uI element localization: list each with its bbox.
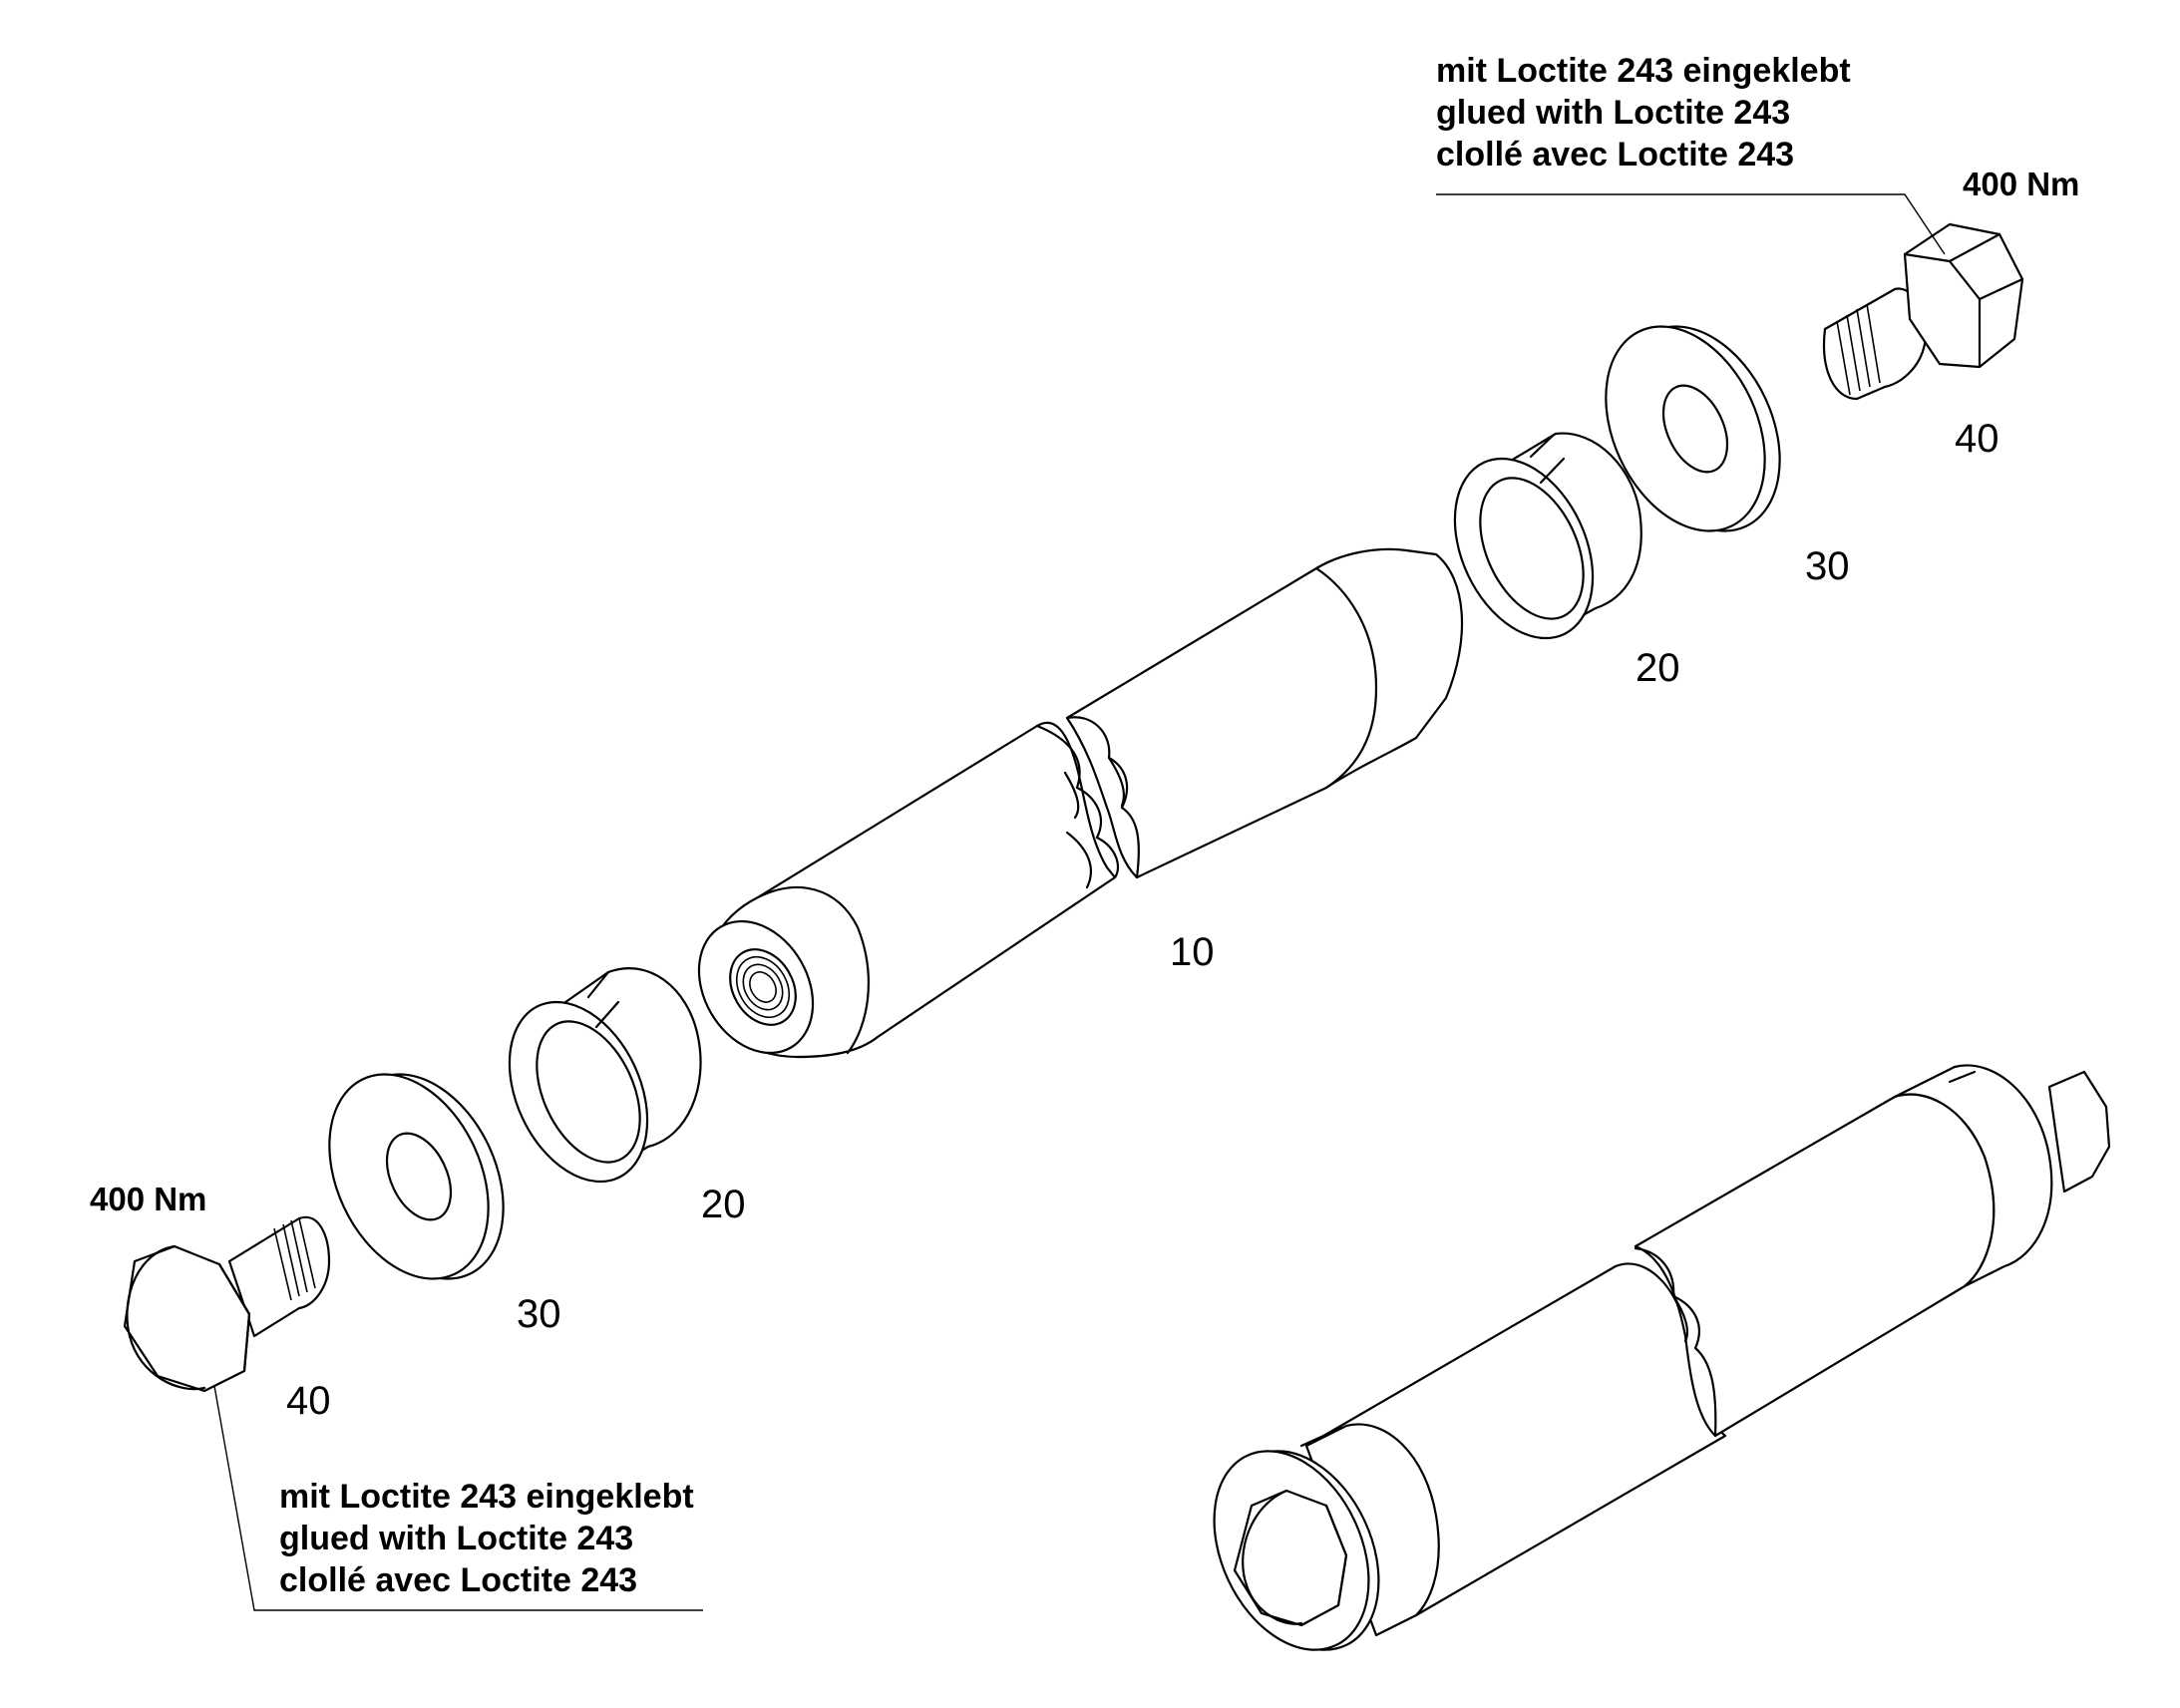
bolt-right-part — [1822, 222, 2024, 401]
note-bottom-left-fr: clollé avec Loctite 243 — [279, 1561, 638, 1599]
callout-washer-left: 30 — [517, 1292, 561, 1336]
callout-bolt-right: 40 — [1955, 417, 1999, 461]
note-bottom-left: mit Loctite 243 eingeklebt glued with Lo… — [279, 1476, 694, 1601]
washer-left-part — [328, 1073, 505, 1280]
bolt-left-part — [123, 1215, 331, 1393]
note-top-right-de: mit Loctite 243 eingeklebt — [1436, 52, 1851, 90]
leader-lines — [213, 193, 1946, 1611]
assembled-pin-part — [1213, 1064, 2111, 1651]
callout-bolt-left: 40 — [286, 1379, 331, 1423]
callout-bushing-right: 20 — [1635, 646, 1680, 690]
bushing-left-part — [508, 967, 702, 1184]
note-top-right-en: glued with Loctite 243 — [1436, 94, 1791, 132]
callout-washer-right: 30 — [1805, 544, 1850, 588]
note-bottom-left-de: mit Loctite 243 eingeklebt — [279, 1478, 694, 1516]
callout-pin: 10 — [1170, 930, 1215, 974]
bushing-right-part — [1453, 432, 1642, 640]
note-top-right-fr: clollé avec Loctite 243 — [1436, 136, 1795, 173]
torque-right: 400 Nm — [1963, 166, 2080, 202]
note-bottom-left-en: glued with Loctite 243 — [279, 1520, 634, 1557]
torque-left: 400 Nm — [90, 1181, 207, 1217]
pin-part — [697, 547, 1464, 1059]
note-top-right: mit Loctite 243 eingeklebt glued with Lo… — [1436, 50, 1851, 175]
callout-bushing-left: 20 — [701, 1183, 746, 1226]
washer-right-part — [1605, 325, 1781, 532]
